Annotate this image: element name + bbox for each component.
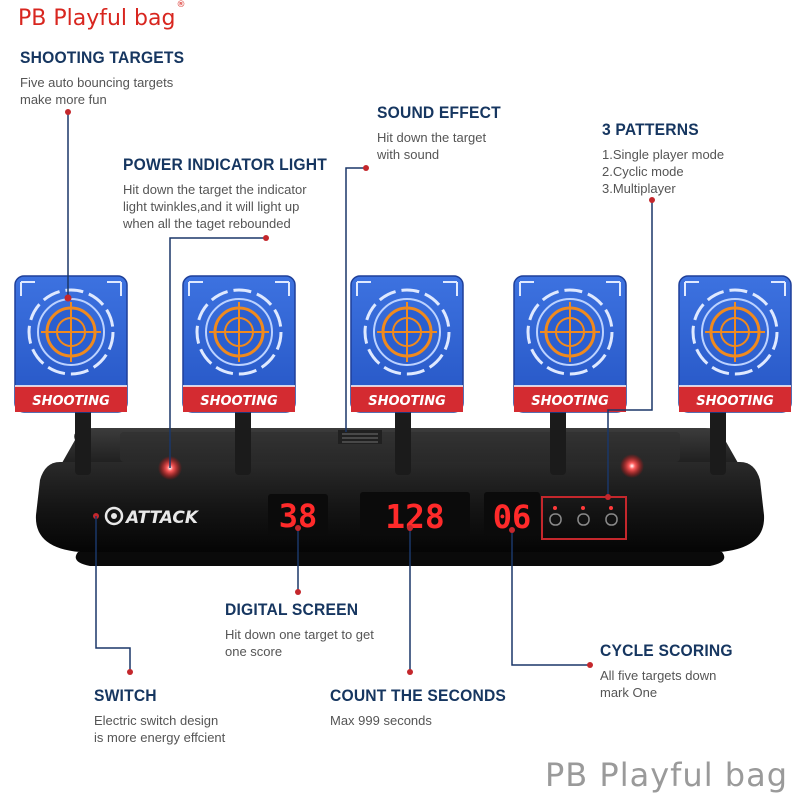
target-4: SHOOTING (512, 274, 628, 414)
feature-title: DIGITAL SCREEN (225, 600, 359, 619)
feature-desc: All five targets down mark One (600, 668, 717, 700)
feature-title: SHOOTING TARGETS (20, 48, 185, 67)
feature-desc: Hit down one target to get one score (225, 627, 374, 659)
seconds-digits: 128 (385, 497, 445, 536)
callout-dots (64, 109, 655, 675)
feature-title: POWER INDICATOR LIGHT (123, 155, 327, 174)
feature-shooting-targets: SHOOTING TARGETS Five auto bouncing targ… (20, 48, 199, 108)
feature-desc: Max 999 seconds (330, 713, 432, 728)
target-3: SHOOTING (349, 274, 465, 414)
feature-desc: Hit down the target the indicator light … (123, 182, 307, 231)
target-1: SHOOTING (13, 274, 129, 414)
target-label: SHOOTING (531, 394, 609, 409)
feature-switch: SWITCH Electric switch design is more en… (94, 686, 225, 746)
feature-sound-effect: SOUND EFFECT Hit down the target with so… (377, 103, 512, 163)
feature-desc: 1.Single player mode 2.Cyclic mode 3.Mul… (602, 147, 725, 196)
target-2: SHOOTING (181, 274, 297, 414)
target-5: SHOOTING (677, 274, 793, 414)
brand-name: PB Playful bag (18, 6, 176, 31)
target-label: SHOOTING (32, 394, 110, 409)
feature-patterns: 3 PATTERNS 1.Single player mode 2.Cyclic… (602, 120, 724, 197)
target-stems (75, 395, 726, 475)
cycle-display: 06 (484, 492, 540, 536)
target-label: SHOOTING (368, 394, 446, 409)
registered-mark: ® (176, 0, 186, 10)
target-label: SHOOTING (696, 394, 774, 409)
attack-logo: ATTACK (104, 506, 200, 528)
watermark: PB Playful bag (545, 756, 788, 794)
mode-button-2[interactable] (577, 513, 590, 526)
feature-title: CYCLE SCORING (600, 641, 733, 660)
power-indicator-led-right (620, 454, 644, 478)
feature-title: COUNT THE SECONDS (330, 686, 507, 705)
logo-text: ATTACK (124, 508, 200, 528)
mode-button-3[interactable] (605, 513, 618, 526)
mode-button-1[interactable] (549, 513, 562, 526)
feature-title: SWITCH (94, 686, 157, 705)
feature-count-seconds: COUNT THE SECONDS Max 999 seconds (330, 686, 521, 729)
feature-desc: Electric switch design is more energy ef… (94, 713, 226, 745)
feature-digital-screen: DIGITAL SCREEN Hit down one target to ge… (225, 600, 374, 660)
target-label: SHOOTING (200, 394, 278, 409)
speaker-grill (338, 430, 382, 444)
feature-power-indicator: POWER INDICATOR LIGHT Hit down the targe… (123, 155, 345, 232)
feature-cycle-scoring: CYCLE SCORING All five targets down mark… (600, 641, 744, 701)
feature-desc: Five auto bouncing targets make more fun (20, 75, 174, 107)
feature-title: SOUND EFFECT (377, 103, 501, 122)
callout-lines (67, 112, 653, 672)
feature-title: 3 PATTERNS (602, 120, 699, 139)
feature-desc: Hit down the target with sound (377, 130, 487, 162)
pattern-buttons (541, 496, 627, 540)
brand-logo: PB Playful bag® (18, 0, 185, 31)
seconds-display: 128 (360, 492, 470, 536)
